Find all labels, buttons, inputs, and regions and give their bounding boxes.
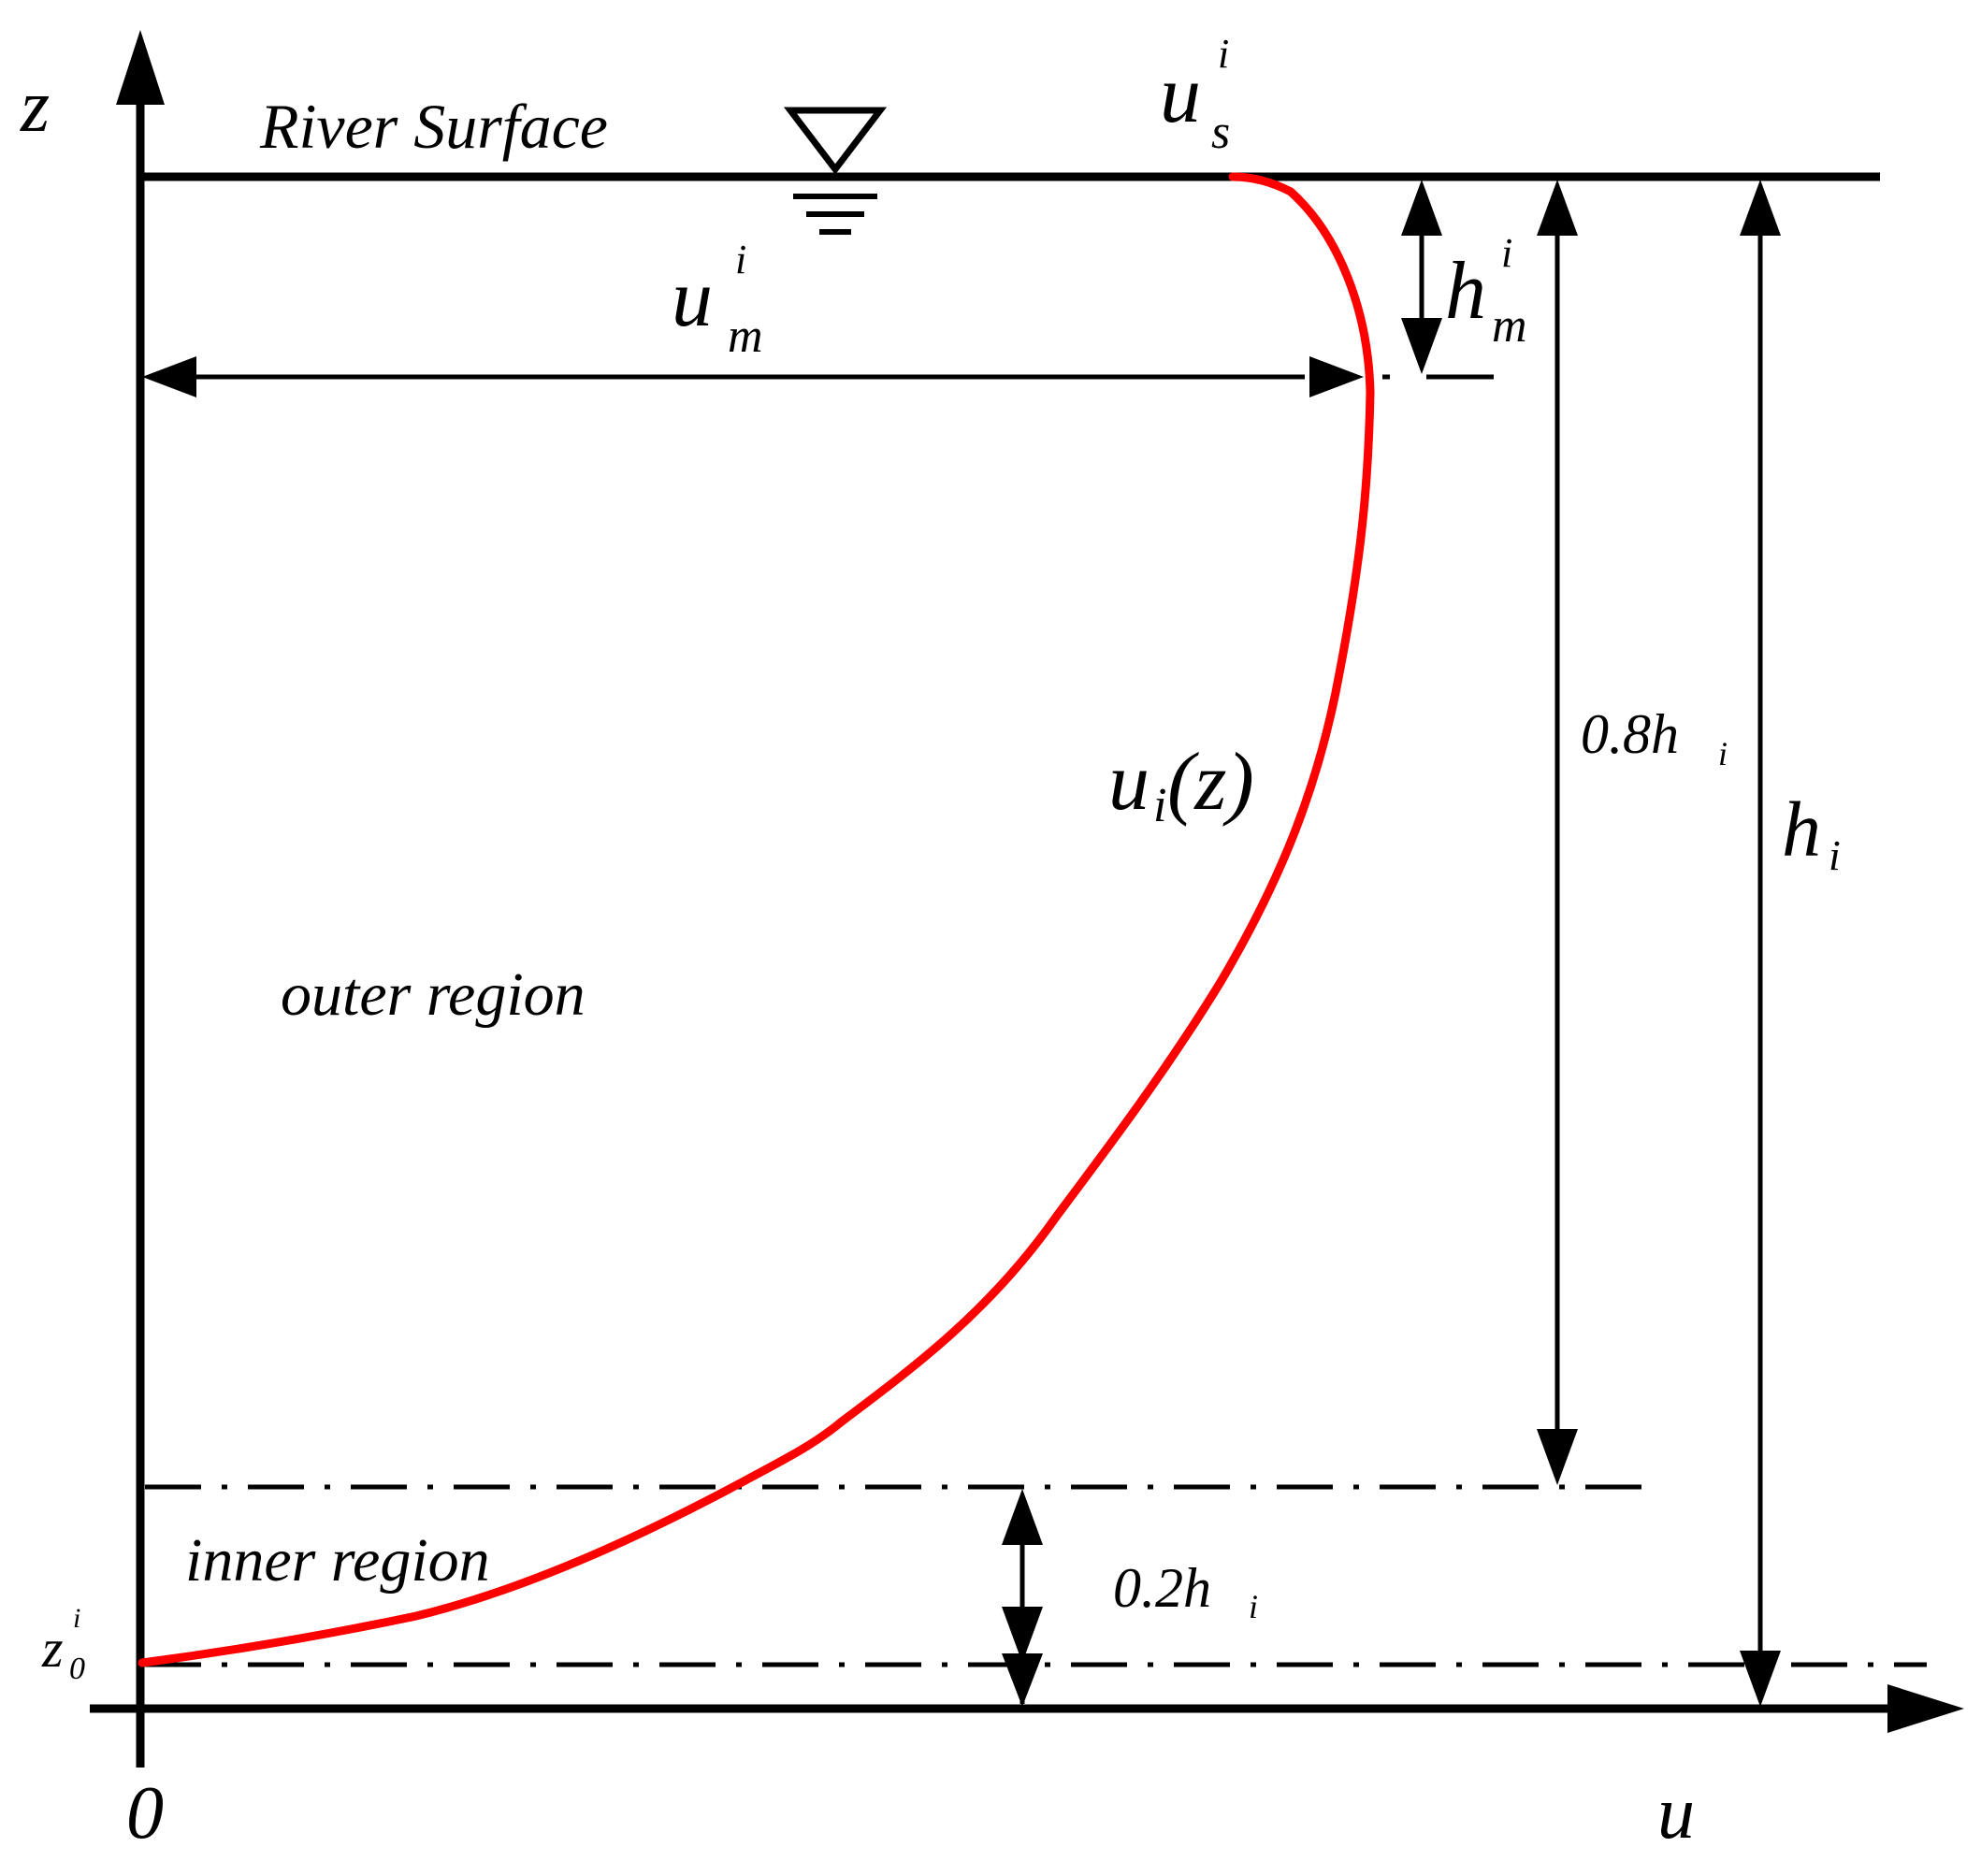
svg-text:i: i xyxy=(73,1603,80,1634)
inner-depth-arrowhead-lower xyxy=(1002,1653,1043,1707)
outer-depth-arrowhead-bottom xyxy=(1537,1429,1578,1485)
max-velocity-arrowhead-left xyxy=(142,356,196,397)
svg-text:s: s xyxy=(1211,106,1230,159)
inner-region-label: inner region xyxy=(185,1526,490,1595)
outer-depth-arrowhead-top xyxy=(1537,180,1578,236)
total-depth-label: h i xyxy=(1782,786,1841,879)
svg-text:i: i xyxy=(1153,779,1166,832)
svg-text:i: i xyxy=(1218,31,1229,77)
inner-depth-arrowhead-top xyxy=(1002,1489,1043,1545)
water-level-icon xyxy=(783,107,888,235)
svg-text:0: 0 xyxy=(69,1652,85,1686)
svg-text:i: i xyxy=(1501,230,1512,276)
u-axis-label: u xyxy=(1657,1772,1695,1854)
svg-text:i: i xyxy=(1829,831,1841,879)
total-depth-arrowhead-top xyxy=(1740,180,1781,236)
velocity-profile-label: u i (z) xyxy=(1108,737,1254,832)
surface-velocity-label: u i s xyxy=(1160,31,1230,159)
total-depth-arrowhead-bottom xyxy=(1740,1651,1781,1707)
svg-text:h: h xyxy=(1445,246,1486,337)
svg-text:u: u xyxy=(1160,50,1201,140)
max-velocity-arrowhead-right xyxy=(1309,356,1364,397)
svg-text:i: i xyxy=(1718,735,1728,772)
outer-depth-label: 0.8h i xyxy=(1581,703,1728,772)
svg-text:m: m xyxy=(1492,299,1527,353)
svg-text:u: u xyxy=(672,253,713,344)
outer-region-label: outer region xyxy=(281,960,586,1029)
svg-text:(z): (z) xyxy=(1167,737,1254,828)
u-axis-arrowhead xyxy=(1887,1684,1964,1733)
svg-text:0.2h: 0.2h xyxy=(1113,1557,1211,1619)
svg-text:m: m xyxy=(728,310,763,363)
hm-arrowhead-bottom xyxy=(1401,318,1442,374)
svg-text:z: z xyxy=(41,1618,64,1679)
z-axis-arrowhead xyxy=(116,30,165,105)
svg-text:u: u xyxy=(1108,737,1150,828)
max-velocity-label: u i m xyxy=(672,237,763,363)
roughness-height-label: z i 0 xyxy=(41,1603,85,1686)
svg-text:i: i xyxy=(1249,1588,1258,1625)
svg-text:0.8h: 0.8h xyxy=(1581,703,1679,765)
river-surface-title: River Surface xyxy=(259,91,608,162)
inner-depth-label: 0.2h i xyxy=(1113,1557,1258,1625)
velocity-profile-curve xyxy=(137,172,1375,1667)
origin-label: 0 xyxy=(126,1772,164,1854)
svg-text:h: h xyxy=(1782,786,1821,873)
hm-label: h i m xyxy=(1445,230,1527,353)
hm-arrowhead-top xyxy=(1401,180,1442,236)
svg-text:i: i xyxy=(735,237,746,282)
z-axis-label: z xyxy=(20,65,50,148)
inner-depth-arrowhead-bottom xyxy=(1002,1607,1043,1663)
